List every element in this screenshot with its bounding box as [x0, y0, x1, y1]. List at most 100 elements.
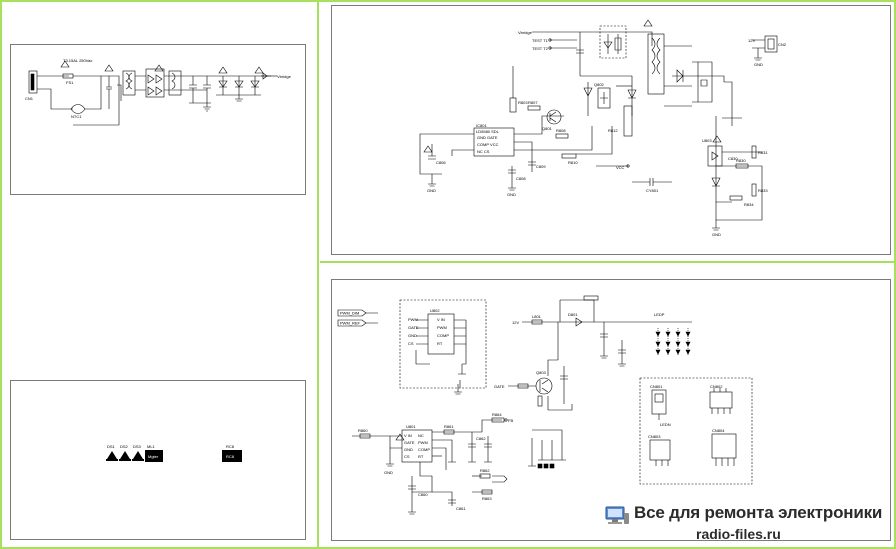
- cn2-text: CN2: [778, 42, 787, 47]
- pwm-dim-port: [337, 309, 367, 317]
- v12-text: 12V: [512, 320, 519, 325]
- pwm-dim-text: PWM_DIM: [340, 311, 359, 316]
- logo-label-ml1: ML1: [147, 444, 156, 449]
- controller-part-text: LD5580 SDL: [476, 129, 500, 134]
- connector-cn803: [649, 439, 671, 461]
- schematic-input: T3.15AL 250Vac FS1 CN1 NTC1 Vbridge: [25, 58, 292, 126]
- q801-text: Q801: [542, 126, 553, 131]
- connector-cn804: [711, 433, 737, 459]
- q802-text: Q802: [594, 82, 605, 87]
- r810-text: R810: [568, 160, 578, 165]
- r803-text: R803: [518, 100, 528, 105]
- test-point-2: [548, 46, 552, 50]
- logo-badge-rc8-text: RC8: [226, 454, 235, 459]
- u801-pin-r3: COMP: [418, 447, 430, 452]
- c809-text: C809: [536, 164, 546, 169]
- u802-pin-r4: RT: [437, 341, 443, 346]
- u801-pin-l1: V IN: [404, 433, 412, 438]
- l801-text: L801: [532, 314, 542, 319]
- u801-pin-l2: GATE: [404, 440, 415, 445]
- c808-text: C808: [516, 176, 526, 181]
- gnd4-text: GND: [754, 62, 763, 67]
- resistor-r803: [509, 97, 517, 113]
- fuse-label: FS1: [66, 80, 74, 85]
- schematic-flyback: Vbridge TEST T1 TEST T2 IC801 LD5580 SDL…: [419, 19, 787, 237]
- c860-text: C860: [418, 492, 428, 497]
- connector-label: CN1: [25, 96, 34, 101]
- test-point-1: [548, 38, 552, 42]
- panel-backlight: PWM_DIM PWM_REF U802 PWM GATE GND CS V I…: [331, 279, 891, 541]
- d801-text: D801: [568, 312, 578, 317]
- resistor-r810: [561, 153, 577, 159]
- u802-pin-l2: GATE: [408, 325, 419, 330]
- vcc-text: VCC: [616, 165, 625, 170]
- vbridge-label: Vbridge: [277, 74, 292, 79]
- u802-pin-r2: PWM: [437, 325, 447, 330]
- led-bank: [655, 331, 691, 355]
- u802-pin-r1: V IN: [437, 317, 445, 322]
- transformer-t801: [647, 33, 665, 95]
- u801-pin-r4: RT: [418, 454, 424, 459]
- ledn-text: LEDN: [660, 422, 671, 427]
- u802-pin-l1: PWM: [408, 317, 418, 322]
- mosfet-q802: [597, 87, 611, 109]
- logo-label-ds2: DS2: [120, 444, 129, 449]
- r834-text: R834: [744, 202, 754, 207]
- logo-badge-mgter: [145, 450, 163, 462]
- connector-cn1: [28, 70, 38, 94]
- r808-text: R808: [556, 128, 566, 133]
- q803-text: Q803: [536, 370, 547, 375]
- gnd-text: GND: [384, 470, 393, 475]
- u803-text: U803: [702, 138, 712, 143]
- r861-text: R861: [444, 424, 454, 429]
- pin-nc-cs-text: NC CS: [477, 149, 490, 154]
- logo-label-rc8: RC8: [226, 444, 235, 449]
- r862-text: R862: [480, 468, 490, 473]
- r812-text: R812: [608, 128, 618, 133]
- ic-u802: [427, 313, 455, 355]
- r863-text: R863: [482, 496, 492, 501]
- mosfet-q803: [535, 377, 553, 395]
- pwm-ref-text: PWM_REF: [340, 321, 361, 326]
- gnd1-text: GND: [427, 188, 436, 193]
- controller-text: IC801: [476, 123, 487, 128]
- r833-text: R833: [758, 188, 768, 193]
- logo-label-ds3: DS3: [133, 444, 142, 449]
- u802-pin-l4: CS: [408, 341, 414, 346]
- panel-input-rectifier: T3.15AL 250Vac FS1 CN1 NTC1 Vbridge: [10, 44, 306, 195]
- opto-u803: [707, 145, 723, 167]
- resistor-r831: [751, 145, 757, 159]
- watermark-subtitle: radio-files.ru: [696, 526, 781, 542]
- dashed-box-u802: [399, 299, 487, 389]
- esd-icon: [133, 451, 143, 459]
- pwm-ref-port: [337, 319, 367, 327]
- r831-text: R831: [758, 150, 768, 155]
- panel-logos: DS1 DS2 DS3 ML1 RC8 Mgter RC8: [10, 380, 306, 540]
- u802-pin-l3: GND: [408, 333, 417, 338]
- choke-lf1: [122, 70, 136, 96]
- bridge-br1: [145, 68, 165, 98]
- snubber-box: [599, 25, 627, 59]
- cn802-text: CN802: [710, 384, 723, 389]
- thermistor-ntc1: [70, 104, 86, 114]
- resistor-r808: [555, 133, 569, 139]
- resistor-top: [583, 295, 599, 301]
- connector-cn802: [709, 391, 733, 409]
- cn801-text: CN801: [650, 384, 663, 389]
- logo-label-ds1: DS1: [107, 444, 116, 449]
- r864-text: R864: [492, 412, 502, 417]
- vbridge-text: Vbridge: [518, 30, 533, 35]
- u802-text: U802: [430, 308, 440, 313]
- logo-row: DS1 DS2 DS3 ML1 RC8 Mgter RC8: [106, 444, 242, 462]
- gnd2-text: GND: [507, 192, 516, 197]
- pin-gnd-gate-text: GND GATE: [477, 135, 498, 140]
- gnd3-text: GND: [712, 232, 721, 237]
- cn804-text: CN804: [712, 428, 725, 433]
- resistor-r833: [751, 183, 757, 197]
- logo-badge-mgter-text: Mgter: [148, 454, 159, 459]
- out-12v-text: 12V: [748, 38, 755, 43]
- gate-text: GATE: [494, 384, 505, 389]
- logo-badge-rc8: [222, 450, 242, 462]
